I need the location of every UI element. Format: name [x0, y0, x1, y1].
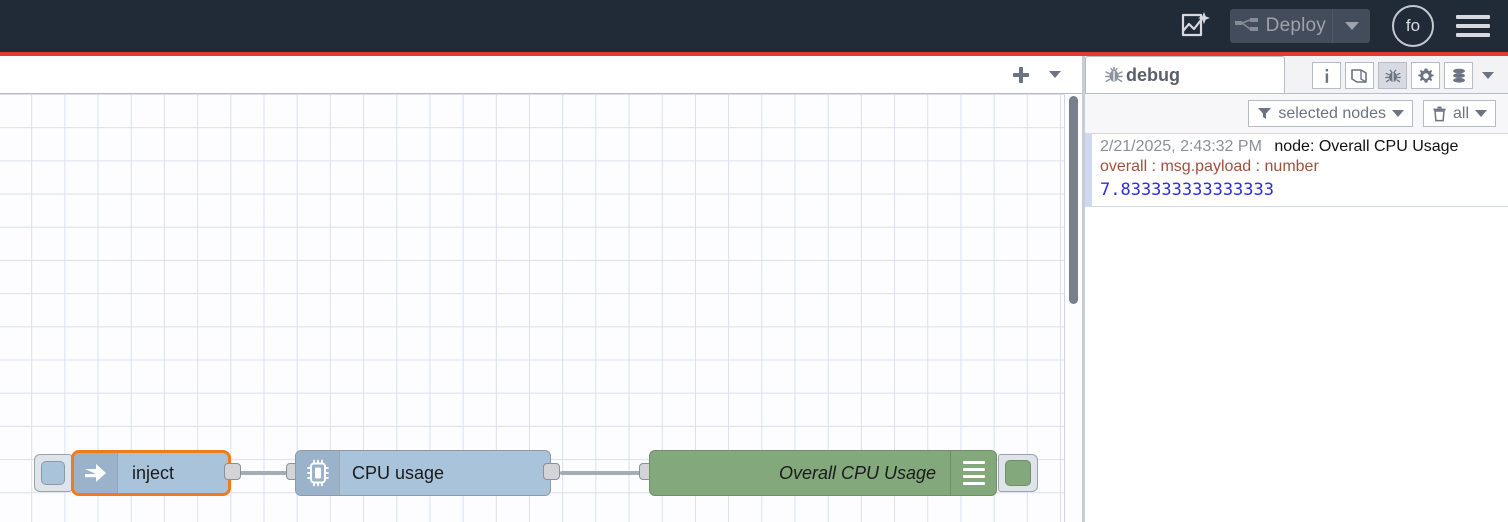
wire-cpu-to-debug[interactable] — [560, 471, 650, 475]
clear-messages-label: all — [1452, 104, 1469, 122]
inject-trigger-inner — [41, 461, 65, 485]
canvas-tab-bar — [0, 56, 1082, 94]
debug-lines-icon — [950, 451, 996, 495]
hamburger-line — [1456, 15, 1490, 19]
flow-node-inject[interactable]: inject — [71, 450, 231, 496]
cpu-output-port[interactable] — [543, 463, 560, 480]
flow-sparkle-icon[interactable] — [1176, 6, 1216, 46]
filter-nodes-label: selected nodes — [1278, 104, 1386, 122]
deploy-wire-icon — [1230, 9, 1264, 43]
hamburger-line — [1456, 24, 1490, 28]
clear-messages-button[interactable]: all — [1422, 100, 1496, 127]
chevron-down-icon — [1391, 110, 1404, 117]
debug-message-topic: overall : msg.payload : number — [1100, 158, 1319, 175]
add-flow-button[interactable] — [1004, 60, 1038, 90]
flow-list-dropdown[interactable] — [1038, 60, 1072, 90]
flow-node-debug[interactable]: Overall CPU Usage — [649, 450, 997, 496]
debug-message-timestamp: 2/21/2025, 2:43:32 PM — [1100, 138, 1262, 155]
plus-icon — [1012, 66, 1030, 84]
debug-enable-inner — [1005, 460, 1031, 486]
deploy-dropdown-caret[interactable] — [1332, 9, 1370, 43]
app-header: Deploy fo — [0, 0, 1508, 52]
inject-trigger-button[interactable] — [34, 454, 72, 492]
debug-filter-row: selected nodes all — [1085, 94, 1508, 134]
sidebar-tab-label: debug — [1126, 64, 1180, 85]
context-data-icon[interactable] — [1444, 62, 1473, 89]
flow-canvas[interactable]: inject CPU usage — [0, 94, 1064, 522]
debug-message-list[interactable]: 2/21/2025, 2:43:32 PM node: Overall CPU … — [1085, 134, 1508, 520]
flow-node-cpu-usage[interactable]: CPU usage — [295, 450, 551, 496]
debug-message-source-node[interactable]: node: Overall CPU Usage — [1274, 138, 1459, 155]
canvas-scrollbar-thumb[interactable] — [1069, 96, 1078, 304]
config-gear-icon[interactable] — [1411, 62, 1440, 89]
inject-arrow-icon — [74, 453, 118, 493]
sidebar-more-dropdown[interactable] — [1476, 62, 1500, 89]
help-book-icon[interactable] — [1345, 62, 1374, 89]
node-label: inject — [132, 462, 175, 483]
hamburger-line — [1456, 33, 1490, 37]
avatar-initials: fo — [1405, 16, 1421, 35]
sidebar-tab-debug[interactable]: debug — [1085, 56, 1285, 93]
chevron-down-icon — [1482, 72, 1494, 79]
bug-icon — [1105, 67, 1123, 83]
debug-message-value: 7.833333333333333 — [1100, 180, 1274, 200]
node-label: CPU usage — [352, 462, 445, 483]
header-accent-bar — [0, 52, 1508, 56]
wire-inject-to-cpu[interactable] — [240, 471, 298, 475]
deploy-label: Deploy — [1265, 15, 1326, 36]
sidebar-tool-buttons — [1308, 62, 1500, 89]
sidebar-tab-row: debug — [1085, 56, 1508, 94]
main-menu-button[interactable] — [1456, 10, 1490, 42]
funnel-icon — [1258, 108, 1272, 119]
info-tab-icon[interactable] — [1312, 62, 1341, 89]
canvas-scrollbar-track[interactable] — [1064, 94, 1082, 522]
cpu-chip-icon — [296, 451, 340, 495]
debug-enable-button[interactable] — [998, 454, 1038, 492]
trash-icon — [1433, 106, 1446, 121]
debug-message-entry[interactable]: 2/21/2025, 2:43:32 PM node: Overall CPU … — [1085, 134, 1508, 207]
chevron-down-icon — [1049, 71, 1061, 78]
debug-message-meta: 2/21/2025, 2:43:32 PM node: Overall CPU … — [1100, 138, 1502, 156]
chevron-down-icon — [1344, 22, 1359, 30]
sidebar-panel: debug — [1085, 56, 1508, 522]
debug-bug-icon[interactable] — [1378, 62, 1407, 89]
filter-nodes-button[interactable]: selected nodes — [1248, 100, 1413, 127]
node-label: Overall CPU Usage — [778, 462, 936, 483]
chevron-down-icon — [1475, 110, 1487, 117]
inject-output-port[interactable] — [224, 463, 241, 480]
panel-divider[interactable] — [1082, 56, 1085, 522]
user-avatar[interactable]: fo — [1392, 5, 1434, 47]
deploy-button[interactable]: Deploy — [1229, 9, 1370, 43]
